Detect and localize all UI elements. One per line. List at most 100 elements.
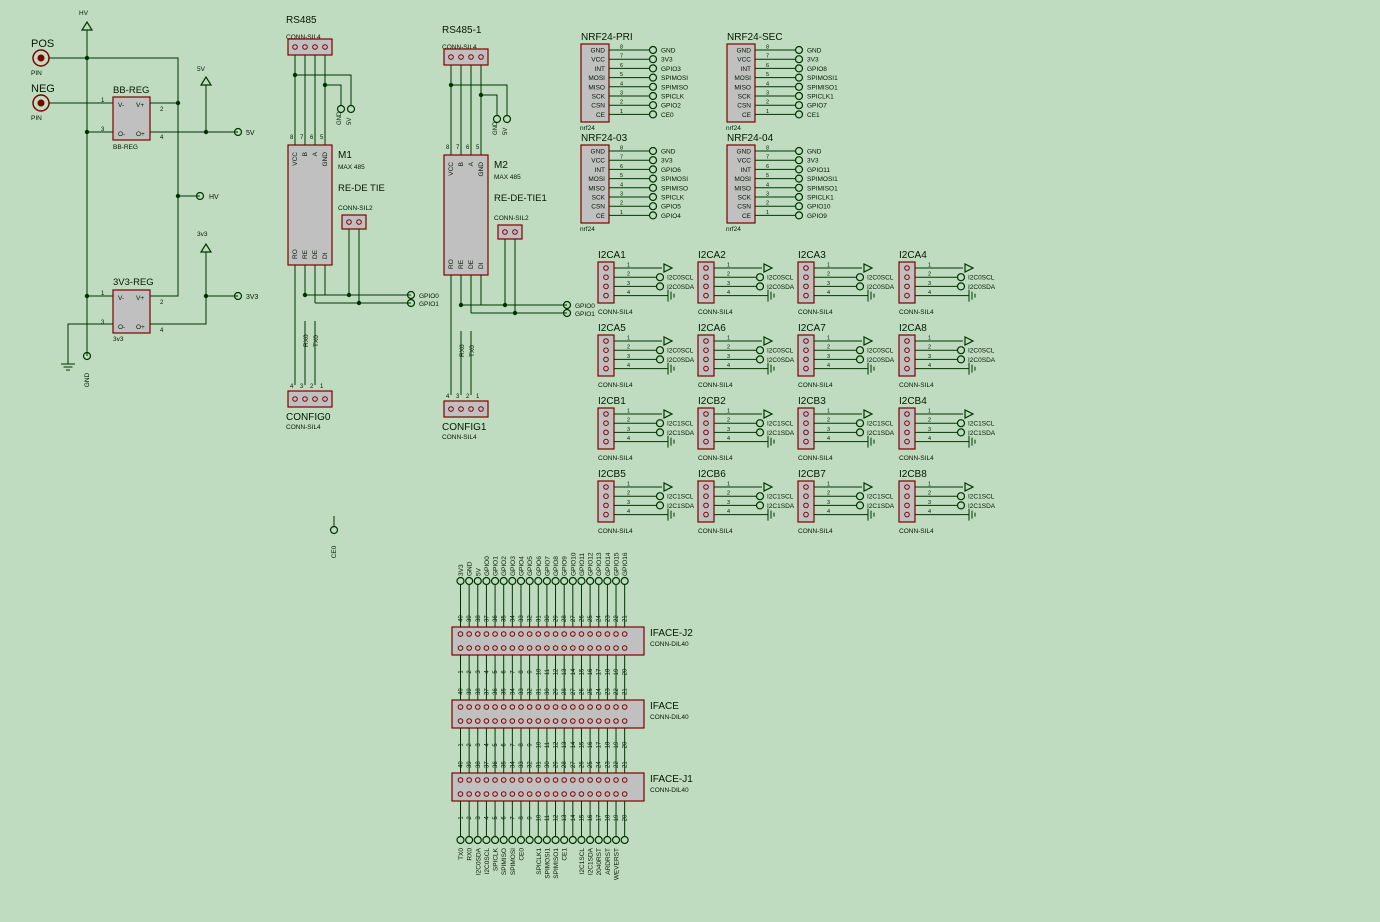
net-terminal[interactable] xyxy=(855,282,865,291)
net-terminal[interactable] xyxy=(648,101,658,110)
net-terminal[interactable] xyxy=(648,183,658,192)
net-terminal[interactable] xyxy=(855,273,865,282)
net-terminal[interactable] xyxy=(655,282,665,291)
net-terminal[interactable] xyxy=(499,576,508,586)
net-terminal[interactable] xyxy=(794,101,804,110)
net-terminal[interactable] xyxy=(482,835,491,845)
net-terminal[interactable] xyxy=(648,82,658,91)
net-terminal[interactable] xyxy=(648,165,658,174)
net-terminal[interactable] xyxy=(855,501,865,510)
net-terminal[interactable] xyxy=(794,211,804,220)
net-terminal[interactable] xyxy=(755,346,765,355)
net-terminal[interactable] xyxy=(406,298,416,308)
net-terminal[interactable] xyxy=(855,428,865,437)
net-terminal[interactable] xyxy=(794,91,804,101)
net-terminal[interactable] xyxy=(794,110,804,119)
net-terminal[interactable] xyxy=(492,114,502,124)
net-terminal[interactable] xyxy=(499,835,508,845)
net-terminal[interactable] xyxy=(473,835,482,845)
net-terminal[interactable] xyxy=(956,346,966,355)
net-terminal[interactable] xyxy=(585,835,595,845)
net-terminal[interactable] xyxy=(456,835,465,845)
net-terminal[interactable] xyxy=(525,835,534,845)
net-terminal[interactable] xyxy=(568,576,577,586)
net-terminal[interactable] xyxy=(655,355,665,364)
net-terminal[interactable] xyxy=(956,428,966,437)
net-terminal[interactable] xyxy=(755,273,765,282)
net-terminal[interactable] xyxy=(956,419,966,428)
net-terminal[interactable] xyxy=(855,419,865,428)
net-terminal[interactable] xyxy=(755,428,765,437)
net-terminal[interactable] xyxy=(655,419,665,428)
net-terminal[interactable] xyxy=(594,576,603,586)
net-terminal[interactable] xyxy=(336,104,346,114)
net-terminal[interactable] xyxy=(329,525,339,535)
net-terminal[interactable] xyxy=(648,110,658,119)
net-terminal[interactable] xyxy=(956,282,966,291)
net-terminal[interactable] xyxy=(508,835,517,845)
net-terminal[interactable] xyxy=(525,576,534,586)
net-terminal[interactable] xyxy=(755,501,765,510)
net-terminal[interactable] xyxy=(655,346,665,355)
net-terminal[interactable] xyxy=(195,191,205,201)
net-terminal[interactable] xyxy=(956,273,966,282)
net-terminal[interactable] xyxy=(577,835,586,845)
net-terminal[interactable] xyxy=(794,45,804,55)
net-terminal[interactable] xyxy=(346,104,356,114)
net-terminal[interactable] xyxy=(534,835,543,845)
net-terminal[interactable] xyxy=(794,202,804,211)
net-terminal[interactable] xyxy=(490,576,500,586)
net-terminal[interactable] xyxy=(508,576,517,586)
net-terminal[interactable] xyxy=(794,146,804,156)
net-terminal[interactable] xyxy=(655,428,665,437)
net-terminal[interactable] xyxy=(648,45,658,55)
net-terminal[interactable] xyxy=(794,183,804,192)
net-terminal[interactable] xyxy=(560,835,569,845)
net-terminal[interactable] xyxy=(594,835,603,845)
net-terminal[interactable] xyxy=(755,492,765,501)
net-terminal[interactable] xyxy=(655,501,665,510)
net-terminal[interactable] xyxy=(855,355,865,364)
net-terminal[interactable] xyxy=(568,835,577,845)
net-terminal[interactable] xyxy=(82,351,92,361)
net-terminal[interactable] xyxy=(648,55,658,64)
net-terminal[interactable] xyxy=(755,282,765,291)
net-terminal[interactable] xyxy=(648,146,658,156)
net-terminal[interactable] xyxy=(456,576,465,586)
net-terminal[interactable] xyxy=(648,202,658,211)
net-terminal[interactable] xyxy=(794,165,804,174)
net-terminal[interactable] xyxy=(603,835,612,845)
net-terminal[interactable] xyxy=(516,835,526,845)
net-terminal[interactable] xyxy=(648,211,658,220)
net-terminal[interactable] xyxy=(655,492,665,501)
net-terminal[interactable] xyxy=(482,576,491,586)
net-terminal[interactable] xyxy=(620,576,629,586)
net-terminal[interactable] xyxy=(465,576,474,586)
net-terminal[interactable] xyxy=(585,576,595,586)
net-terminal[interactable] xyxy=(648,73,658,82)
net-terminal[interactable] xyxy=(794,156,804,165)
net-terminal[interactable] xyxy=(560,576,569,586)
net-terminal[interactable] xyxy=(794,192,804,202)
net-terminal[interactable] xyxy=(794,73,804,82)
net-terminal[interactable] xyxy=(755,355,765,364)
net-terminal[interactable] xyxy=(551,576,560,586)
net-terminal[interactable] xyxy=(956,501,966,510)
net-terminal[interactable] xyxy=(551,835,560,845)
net-terminal[interactable] xyxy=(956,355,966,364)
net-terminal[interactable] xyxy=(577,576,586,586)
net-terminal[interactable] xyxy=(603,576,612,586)
net-terminal[interactable] xyxy=(473,576,482,586)
net-terminal[interactable] xyxy=(648,64,658,73)
net-terminal[interactable] xyxy=(794,55,804,64)
net-terminal[interactable] xyxy=(406,290,416,300)
net-terminal[interactable] xyxy=(648,192,658,202)
net-terminal[interactable] xyxy=(648,156,658,165)
net-terminal[interactable] xyxy=(233,127,243,137)
net-terminal[interactable] xyxy=(534,576,543,586)
net-terminal[interactable] xyxy=(794,64,804,73)
net-terminal[interactable] xyxy=(562,308,572,318)
net-terminal[interactable] xyxy=(648,174,658,183)
net-terminal[interactable] xyxy=(855,492,865,501)
net-terminal[interactable] xyxy=(611,576,621,586)
